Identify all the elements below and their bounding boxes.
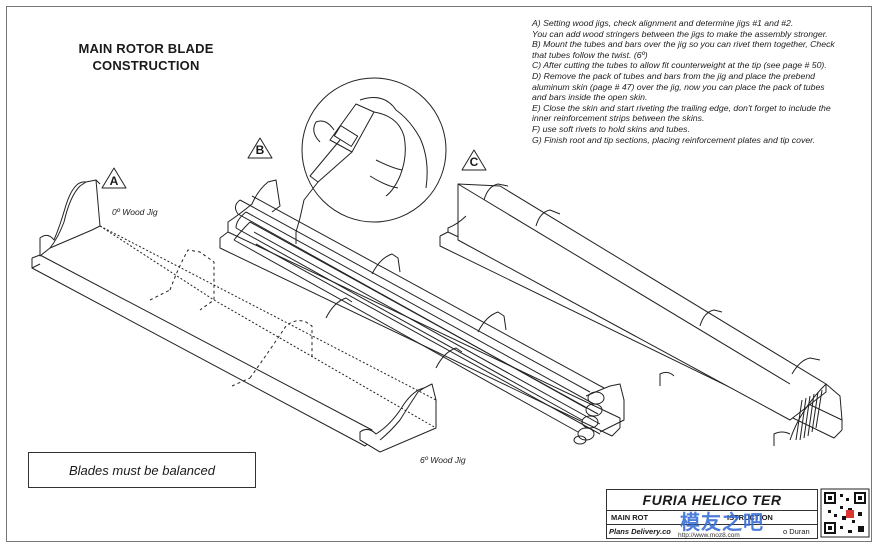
label-triangle-a: [101, 167, 127, 189]
tube-assembly-b: [219, 179, 625, 445]
title-block: FURIA HELICO TER MAIN ROT ISTRUCTION Pla…: [606, 489, 818, 539]
jig-a: [31, 179, 437, 453]
plans-delivery: Plans Delivery.co: [609, 527, 671, 536]
title-line-2: CONSTRUCTION: [92, 58, 200, 73]
jig-6-label: 6º Wood Jig: [420, 455, 466, 465]
label-a: A: [109, 174, 119, 188]
title-line-1: MAIN ROTOR BLADE: [78, 41, 214, 56]
note-line: B) Mount the tubes and bars over the jig…: [532, 39, 835, 50]
drill-callout: [295, 77, 447, 244]
watermark-url: http://www.moz8.com: [678, 532, 740, 539]
note-line: You can add wood stringers between the j…: [532, 28, 828, 39]
note-line: E) Close the skin and start riveting the…: [532, 102, 831, 113]
instruction-notes: A) Setting wood jigs, check alignment an…: [532, 18, 866, 145]
plans-row: Plans Delivery.co o Duran: [607, 525, 817, 539]
note-line: A) Setting wood jigs, check alignment an…: [532, 18, 794, 28]
author: o Duran: [783, 527, 810, 536]
skin-c: [439, 183, 843, 446]
watermark: 模友之吧: [680, 512, 764, 534]
drawing-title-tail: ISTRUCTION: [727, 513, 773, 522]
drawing-title-row: MAIN ROT ISTRUCTION: [607, 511, 817, 525]
note-line: F) use soft rivets to hold skins and tub…: [532, 123, 690, 134]
label-b: B: [255, 143, 265, 157]
note-line: that tubes follow the twist. (6º): [532, 49, 648, 60]
note-line: and bars inside the open skin.: [532, 92, 648, 103]
jig-0-label: 0º Wood Jig: [112, 207, 158, 217]
drawing-title: MAIN ROT: [611, 513, 649, 522]
note-line: inner reinforcement strips between the s…: [532, 113, 705, 124]
label-c: C: [469, 155, 479, 169]
note-line: aluminum skin (page # 47) over the jig, …: [532, 81, 825, 92]
drawing-sheet: [6, 6, 872, 542]
note-line: C) After cutting the tubes to allow fit …: [532, 60, 827, 71]
note-line: G) Finish root and tip sections, placing…: [532, 134, 816, 145]
note-line: D) Remove the pack of tubes and bars fro…: [532, 70, 815, 81]
brand-name: FURIA HELICO TER: [607, 490, 817, 511]
balance-note: Blades must be balanced: [69, 462, 215, 478]
balance-note-box: Blades must be balanced: [28, 452, 256, 488]
label-triangle-b: [247, 137, 273, 159]
qr-code: [820, 488, 870, 538]
page-title: MAIN ROTOR BLADE CONSTRUCTION: [66, 40, 226, 74]
label-triangle-c: [461, 149, 487, 171]
